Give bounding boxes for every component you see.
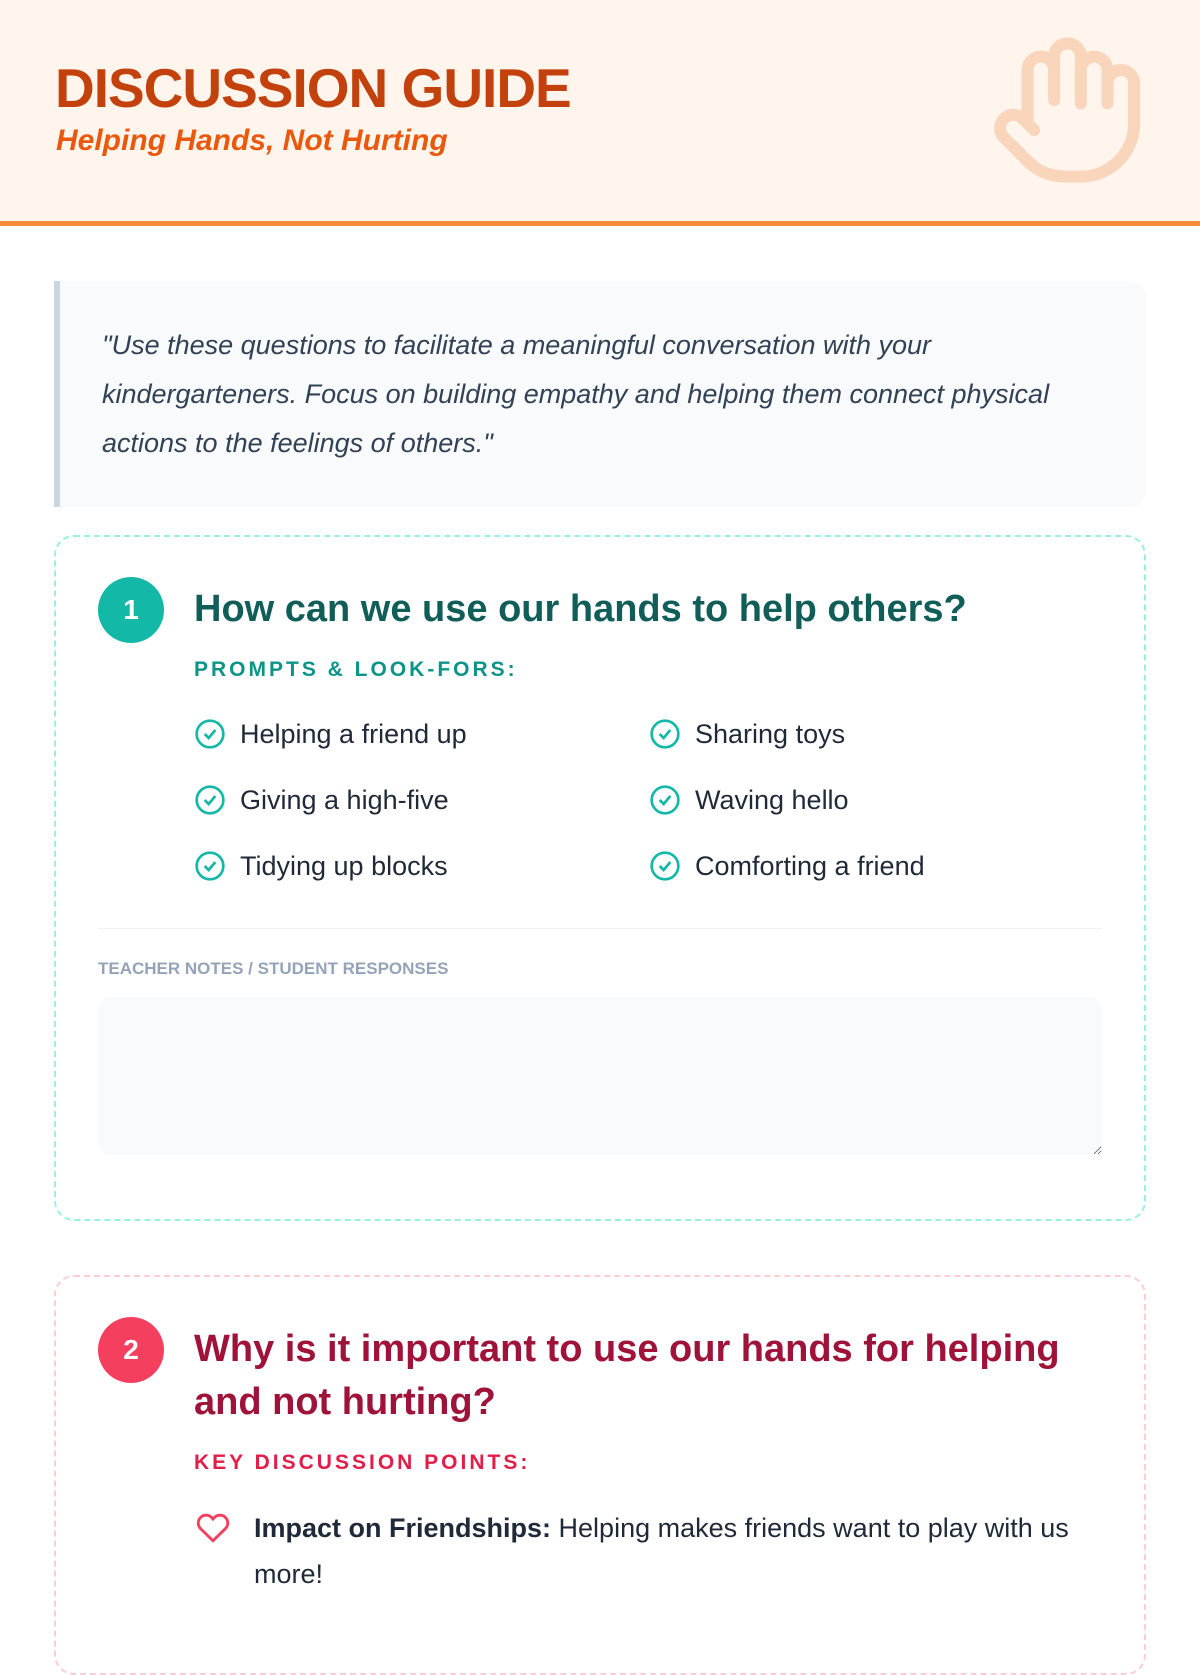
page-title: DISCUSSION GUIDE bbox=[55, 57, 572, 119]
notes-label: TEACHER NOTES / STUDENT RESPONSES bbox=[98, 959, 449, 978]
hand-icon bbox=[994, 37, 1141, 183]
check-circle-icon bbox=[650, 785, 680, 815]
prompt-item: Waving hello bbox=[649, 780, 1102, 820]
prompt-item: Tidying up blocks bbox=[194, 846, 649, 886]
prompt-item-label: Helping a friend up bbox=[240, 719, 467, 749]
notes-input[interactable] bbox=[98, 997, 1102, 1155]
intro-quote: "Use these questions to facilitate a mea… bbox=[54, 281, 1146, 507]
check-circle-icon bbox=[195, 851, 225, 881]
header: DISCUSSION GUIDE Helping Hands, Not Hurt… bbox=[0, 0, 1200, 226]
question-title: Why is it important to use our hands for… bbox=[194, 1328, 1060, 1423]
key-point-text: Helping makes friends want to play with … bbox=[254, 1513, 1069, 1589]
prompt-item-label: Waving hello bbox=[695, 785, 849, 815]
key-point-title: Impact on Friendships: bbox=[254, 1513, 552, 1543]
prompt-item-label: Sharing toys bbox=[695, 719, 846, 749]
page-subtitle: Helping Hands, Not Hurting bbox=[56, 124, 448, 157]
check-circle-icon bbox=[650, 851, 680, 881]
key-points-label: KEY DISCUSSION POINTS: bbox=[194, 1451, 531, 1474]
key-point: Impact on Friendships: Helping makes fri… bbox=[194, 1505, 1102, 1597]
question-card-2: 2 Why is it important to use our hands f… bbox=[54, 1275, 1146, 1675]
question-number-badge: 1 bbox=[98, 577, 164, 643]
prompt-item: Comforting a friend bbox=[649, 846, 1102, 886]
prompt-item-label: Giving a high-five bbox=[240, 785, 449, 815]
prompt-item-label: Comforting a friend bbox=[695, 851, 925, 881]
prompts-label: PROMPTS & LOOK-FORS: bbox=[194, 658, 518, 681]
heart-icon bbox=[196, 1513, 230, 1543]
question-number-badge: 2 bbox=[98, 1317, 164, 1383]
main-content: "Use these questions to facilitate a mea… bbox=[54, 281, 1146, 1675]
prompt-item-label: Tidying up blocks bbox=[240, 851, 448, 881]
prompt-item: Giving a high-five bbox=[194, 780, 649, 820]
prompt-item: Sharing toys bbox=[649, 714, 1102, 754]
divider bbox=[98, 928, 1102, 929]
check-circle-icon bbox=[195, 719, 225, 749]
check-circle-icon bbox=[650, 719, 680, 749]
question-title: How can we use our hands to help others? bbox=[194, 588, 967, 630]
prompt-item: Helping a friend up bbox=[194, 714, 649, 754]
check-circle-icon bbox=[195, 785, 225, 815]
question-card-1: 1 How can we use our hands to help other… bbox=[54, 535, 1146, 1221]
